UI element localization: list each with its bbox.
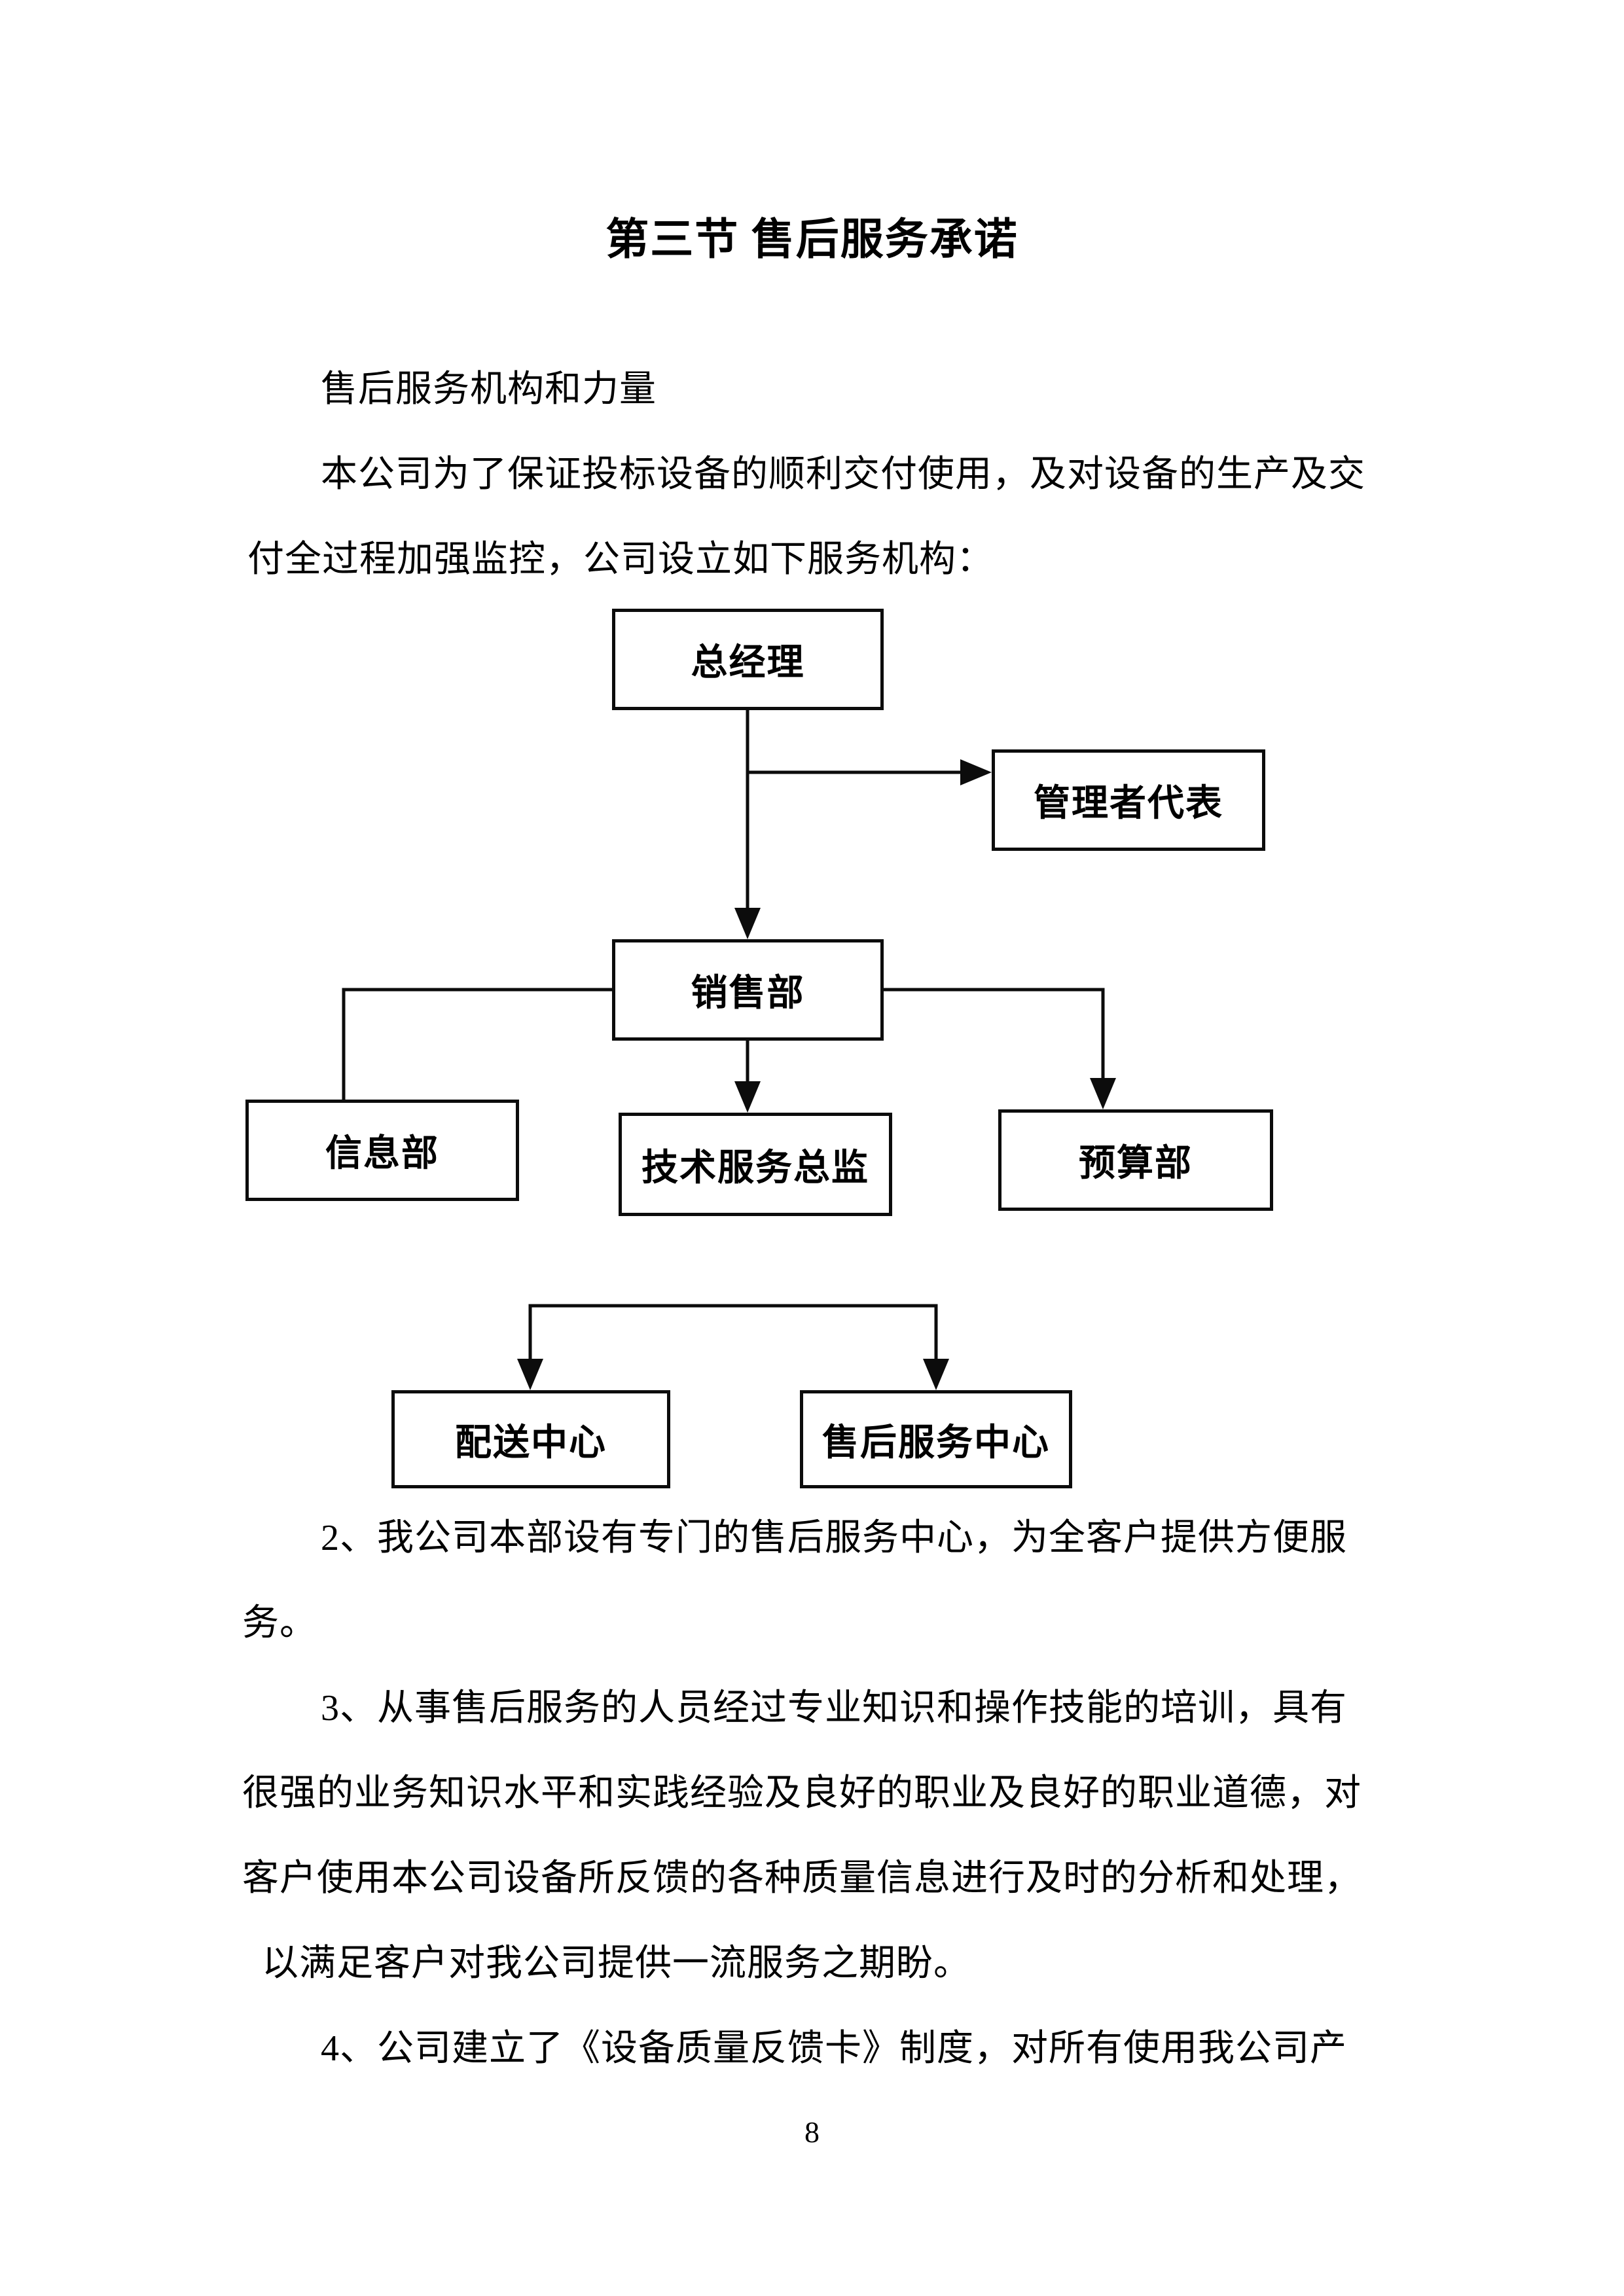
paragraph-intro-line2: 付全过程加强监控，公司设立如下服务机构： bbox=[247, 539, 994, 580]
paragraph-intro-heading: 售后服务机构和力量 bbox=[321, 369, 657, 410]
paragraph-2-line2: 务。 bbox=[242, 1603, 317, 1643]
paragraph-2-line1: 2、我公司本部设有专门的售后服务中心，为全客户提供方便服 bbox=[321, 1518, 1347, 1558]
org-box-aftersales-center: 售后服务中心 bbox=[800, 1390, 1072, 1488]
arrowhead-into-sales bbox=[734, 908, 761, 939]
org-box-sales-dept: 销售部 bbox=[612, 939, 884, 1041]
org-box-information-dept: 信息部 bbox=[245, 1100, 519, 1201]
arrowhead-into-rep bbox=[960, 759, 992, 785]
paragraph-3-line1: 3、从事售后服务的人员经过专业知识和操作技能的培训，具有 bbox=[321, 1688, 1347, 1729]
paragraph-3-line2: 很强的业务知识水平和实践经验及良好的职业及良好的职业道德，对 bbox=[242, 1773, 1362, 1814]
connector-sales-to-info bbox=[342, 988, 612, 1100]
paragraph-intro-line1: 本公司为了保证投标设备的顺利交付使用，及对设备的生产及交 bbox=[321, 454, 1365, 495]
arrowhead-into-delivery bbox=[517, 1359, 543, 1390]
paragraph-3-line3: 客户使用本公司设备所反馈的各种质量信息进行及时的分析和处理， bbox=[242, 1858, 1362, 1899]
page-number: 8 bbox=[804, 2115, 820, 2149]
org-box-general-manager: 总经理 bbox=[612, 609, 884, 710]
connector-arrowheads bbox=[517, 759, 1116, 1390]
page-title: 第三节 售后服务承诺 bbox=[605, 216, 1019, 264]
arrowhead-into-budget bbox=[1090, 1078, 1116, 1109]
org-box-tech-service-director: 技术服务总监 bbox=[619, 1113, 892, 1216]
connector-sales-to-budget bbox=[884, 988, 1105, 1080]
org-box-management-rep: 管理者代表 bbox=[992, 749, 1265, 851]
arrowhead-into-aftersales bbox=[923, 1359, 949, 1390]
paragraph-4-line1: 4、公司建立了《设备质量反馈卡》制度，对所有使用我公司产 bbox=[321, 2028, 1347, 2069]
connector-lower-bracket bbox=[528, 1304, 938, 1361]
arrowhead-into-tech bbox=[734, 1081, 761, 1113]
org-box-budget-dept: 预算部 bbox=[998, 1109, 1273, 1211]
paragraph-3-line4: 以满足客户对我公司提供一流服务之期盼。 bbox=[262, 1943, 971, 1984]
org-box-delivery-center: 配送中心 bbox=[391, 1390, 670, 1488]
